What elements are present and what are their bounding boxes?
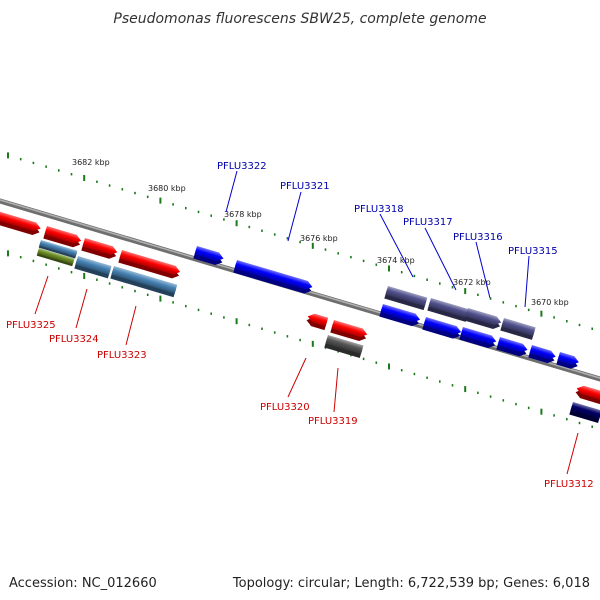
gene-label-pflu3324[interactable]: PFLU3324 — [49, 334, 99, 345]
gene-pflu3321-arrow-body — [234, 260, 313, 290]
gene-steelblue-bar[interactable] — [110, 266, 178, 298]
tick-label: 3682 kbp — [72, 158, 110, 167]
leader-line — [566, 432, 579, 475]
gene-pflu3312-bar-body — [570, 402, 600, 420]
gene-red-arrow-body — [82, 238, 118, 255]
leader-line — [379, 213, 414, 278]
gene-red-arrow[interactable] — [43, 226, 82, 249]
gene-pflu3318-bar-body — [385, 286, 428, 307]
gene-blue-arrow[interactable] — [422, 317, 462, 340]
reverse-gene-labels: PFLU3325 PFLU3324 PFLU3323 PFLU3320 PFLU… — [6, 275, 594, 490]
leader-line — [333, 367, 339, 413]
tick-label: 3670 kbp — [531, 298, 569, 307]
gene-label-pflu3316[interactable]: PFLU3316 — [453, 232, 503, 243]
gene-pflu3320-arrow-body — [307, 313, 329, 327]
genome-summary-text: Topology: circular; Length: 6,722,539 bp… — [232, 576, 590, 591]
accession-text: Accession: NC_012660 — [9, 576, 157, 591]
tick-label: 3680 kbp — [148, 184, 186, 193]
forward-gene-labels: PFLU3322 PFLU3321 PFLU3318 PFLU3317 PFLU… — [217, 161, 558, 308]
leader-line — [34, 275, 49, 315]
leader-line — [225, 170, 238, 213]
leader-line — [287, 191, 302, 242]
gene-label-pflu3317[interactable]: PFLU3317 — [403, 217, 453, 228]
gene-label-pflu3321[interactable]: PFLU3321 — [280, 181, 330, 192]
gene-blue-arrow[interactable] — [556, 352, 580, 370]
gene-red-arrow[interactable] — [81, 238, 118, 260]
gene-label-pflu3325[interactable]: PFLU3325 — [6, 320, 56, 331]
gene-steelblue-bar-body — [111, 266, 178, 294]
gene-blue-arrow-body — [497, 337, 528, 353]
gene-red-arrow[interactable] — [0, 210, 42, 237]
gene-red-arrow-body — [576, 385, 600, 402]
leader-line — [75, 288, 88, 329]
gene-label-pflu3322[interactable]: PFLU3322 — [217, 161, 267, 172]
gene-features — [0, 210, 600, 423]
gene-label-pflu3320[interactable]: PFLU3320 — [260, 402, 310, 413]
gene-pflu3315-bar[interactable] — [500, 318, 536, 340]
gene-pflu3322-arrow[interactable] — [193, 246, 225, 267]
gene-steelblue-bar[interactable] — [74, 256, 112, 279]
gene-olive-bar-body — [37, 248, 75, 265]
leader-line — [125, 305, 137, 346]
gene-steelblue-bar[interactable] — [38, 240, 78, 259]
gene-blue-arrow-body — [460, 327, 497, 345]
gene-pflu3318-bar[interactable] — [384, 286, 428, 311]
gene-label-pflu3315[interactable]: PFLU3315 — [508, 246, 558, 257]
gene-pflu3312-bar[interactable] — [569, 402, 600, 423]
gene-pflu3317-bar[interactable] — [427, 298, 470, 322]
leader-line — [424, 227, 457, 291]
gene-red-arrow[interactable] — [118, 250, 181, 280]
gene-red-arrow-body — [331, 320, 368, 338]
gene-pflu3316-arrow[interactable] — [464, 308, 502, 331]
gene-pflu3319-bar[interactable] — [324, 335, 364, 358]
leader-line — [475, 241, 491, 299]
tick-label: 3672 kbp — [453, 278, 491, 287]
gene-blue-arrow[interactable] — [496, 337, 528, 358]
gene-steelblue-bar-body — [75, 256, 112, 275]
gene-pflu3315-bar-body — [501, 318, 536, 337]
gene-red-arrow-body — [119, 250, 181, 275]
gene-blue-arrow-body — [380, 304, 421, 323]
gene-red-arrow[interactable] — [330, 320, 368, 343]
leader-line — [524, 255, 530, 308]
gene-blue-arrow[interactable] — [528, 345, 557, 365]
gene-blue-arrow-body — [423, 317, 462, 335]
gene-blue-arrow-body — [557, 352, 579, 365]
gene-red-arrow[interactable] — [574, 384, 600, 405]
tick-label: 3678 kbp — [224, 210, 262, 219]
tick-label: 3674 kbp — [377, 256, 415, 265]
gene-olive-bar[interactable] — [36, 248, 75, 267]
map-title: Pseudomonas fluorescens SBW25, complete … — [113, 11, 486, 27]
gene-label-pflu3319[interactable]: PFLU3319 — [308, 416, 358, 427]
leader-line — [287, 357, 307, 398]
gene-pflu3320-arrow[interactable] — [305, 312, 329, 331]
gene-pflu3321-arrow[interactable] — [233, 260, 313, 295]
gene-pflu3322-arrow-body — [194, 246, 224, 262]
gene-red-arrow-body — [0, 210, 41, 232]
tick-label: 3676 kbp — [300, 234, 338, 243]
gene-steelblue-bar-body — [39, 240, 78, 257]
gene-pflu3319-bar-body — [325, 335, 364, 355]
gene-label-pflu3318[interactable]: PFLU3318 — [354, 204, 404, 215]
gene-label-pflu3323[interactable]: PFLU3323 — [97, 350, 147, 361]
gene-blue-arrow[interactable] — [379, 304, 421, 328]
gene-pflu3317-bar-body — [428, 298, 470, 319]
gene-blue-arrow-body — [529, 345, 556, 360]
gene-pflu3316-arrow-body — [465, 308, 502, 326]
tick-track — [7, 152, 594, 330]
gene-label-pflu3312[interactable]: PFLU3312 — [544, 479, 594, 490]
tick-labels: 3682 kbp 3680 kbp 3678 kbp 3676 kbp 3674… — [72, 158, 569, 307]
gene-blue-arrow[interactable] — [459, 327, 497, 350]
gene-red-arrow-body — [44, 226, 82, 244]
